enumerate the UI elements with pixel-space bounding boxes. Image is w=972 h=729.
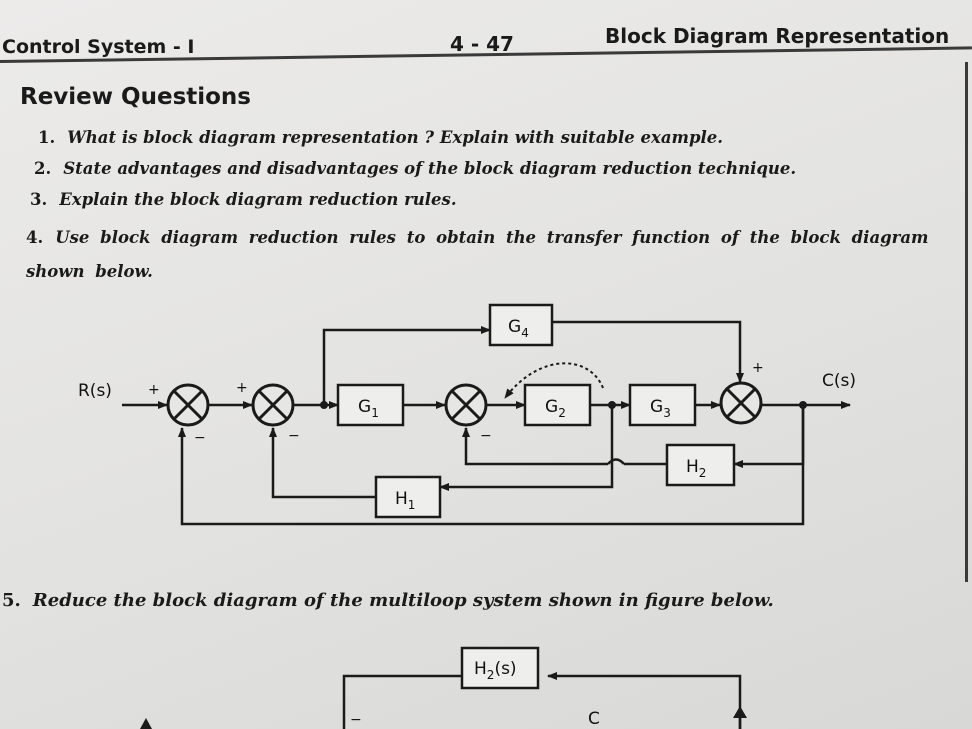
takeoff-point (799, 401, 807, 409)
summing-junction-3 (444, 383, 488, 427)
sign-plus: + (752, 360, 764, 376)
sign-minus: − (288, 428, 300, 444)
block-g3 (628, 383, 697, 427)
sign-plus: + (236, 380, 248, 396)
sign-minus: − (194, 430, 206, 446)
input-label: R(s) (78, 381, 112, 401)
page-header: Control System - I 4 - 47 Block Diagram … (0, 24, 972, 64)
wire-h2-sum3 (462, 427, 608, 466)
question-number: 3. (30, 190, 48, 209)
takeoff-point (608, 401, 616, 409)
question-text: Explain the block diagram reduction rule… (59, 190, 457, 209)
question-2: 2. State advantages and disadvantages of … (34, 159, 796, 178)
question-text: State advantages and disadvantages of th… (63, 159, 797, 178)
block-h1-label: H1 (395, 489, 415, 512)
block-h1 (374, 475, 442, 519)
question-number: 2. (34, 159, 52, 178)
question-text: Reduce the block diagram of the multiloo… (32, 590, 774, 611)
block-g3-label: G3 (650, 397, 671, 420)
question-number: 1. (38, 128, 56, 147)
summing-junction-4 (719, 381, 763, 425)
wire-g4-sum4 (552, 320, 744, 383)
block-g2-label: G2 (545, 397, 566, 420)
summing-junction-1 (166, 383, 210, 427)
block-g2 (523, 383, 592, 427)
summing-junction-2 (251, 383, 295, 427)
block-g1-label: G1 (358, 397, 379, 420)
wire-unity-feedback (178, 405, 805, 526)
block-h2-label: H2 (686, 457, 706, 480)
output-label: C(s) (822, 371, 856, 391)
question-text: What is block diagram representation ? E… (67, 128, 724, 147)
question-number: 5. (2, 590, 21, 611)
block-g4-label: G4 (508, 317, 529, 340)
block-g4 (488, 303, 554, 347)
wire-to-h1 (439, 405, 614, 491)
question-number: 4. (26, 228, 44, 247)
question-3: 3. Explain the block diagram reduction ru… (30, 190, 457, 209)
block-g1 (336, 383, 405, 427)
frame-line-right (965, 62, 968, 582)
takeoff-point (320, 401, 328, 409)
block-h2 (665, 443, 736, 487)
question-4: 4.Use block diagram reduction rules to o… (26, 221, 931, 289)
section-title: Review Questions (20, 84, 251, 110)
question-5: 5. Reduce the block diagram of the multil… (2, 590, 774, 611)
sign-minus: − (480, 428, 492, 444)
header-book-title: Control System - I (2, 36, 195, 58)
wire-to-g4 (322, 326, 491, 405)
header-chapter-title: Block Diagram Representation (605, 24, 950, 48)
question-1: 1. What is block diagram representation ?… (38, 128, 723, 147)
question-text: Use block diagram reduction rules to obt… (26, 228, 929, 281)
wire-crossover (607, 458, 625, 465)
move-point-hint (504, 362, 604, 399)
wire-h1-sum2 (269, 427, 376, 499)
sign-plus: + (148, 382, 160, 398)
